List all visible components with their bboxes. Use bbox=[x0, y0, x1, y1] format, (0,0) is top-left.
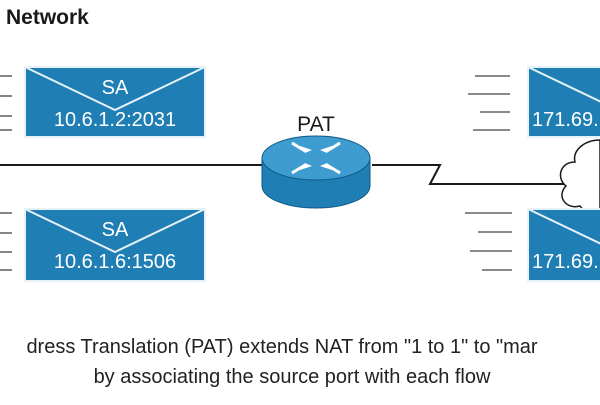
wan-link bbox=[372, 164, 590, 185]
envelope-icon bbox=[24, 66, 206, 138]
router-icon bbox=[261, 135, 371, 209]
inside-packet-1-address: 10.6.1.2:2031 bbox=[54, 109, 176, 131]
motion-lines-inside-1 bbox=[0, 75, 12, 131]
envelope-icon bbox=[24, 208, 206, 282]
caption-line-1: dress Translation (PAT) extends NAT from… bbox=[26, 336, 538, 358]
device-label: PAT bbox=[297, 113, 335, 136]
motion-lines-outside-1 bbox=[468, 75, 510, 131]
inside-packet-2-address: 10.6.1.6:1506 bbox=[54, 251, 176, 273]
motion-lines-outside-2 bbox=[465, 212, 512, 271]
envelope-icon bbox=[527, 208, 600, 282]
inside-packet-1-header: SA bbox=[102, 77, 129, 99]
outside-packet-1-address: 171.69. bbox=[532, 109, 599, 131]
inside-packet-2-header: SA bbox=[102, 219, 129, 241]
cloud-icon bbox=[559, 139, 600, 215]
caption-line-2: by associating the source port with each… bbox=[93, 366, 491, 388]
outside-packet-2-address: 171.69. bbox=[532, 251, 599, 273]
motion-lines-inside-2 bbox=[0, 212, 12, 271]
envelope-icon bbox=[527, 66, 600, 138]
page-title: Network bbox=[6, 6, 89, 29]
